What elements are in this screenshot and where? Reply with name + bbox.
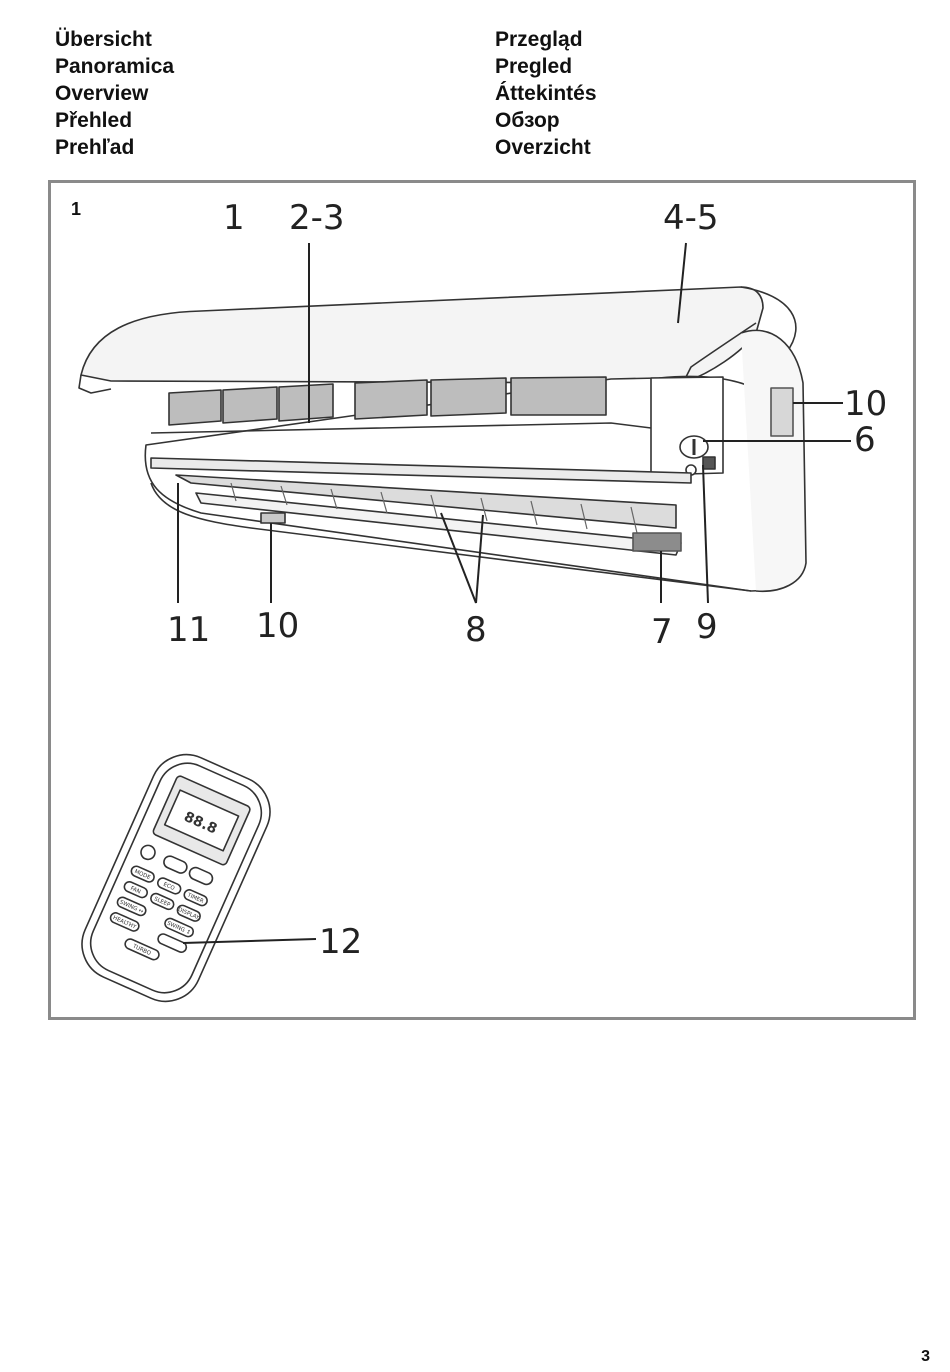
- callout-11: 11: [167, 610, 210, 650]
- title-nl: Overzicht: [495, 136, 591, 159]
- title-pl: Przegląd: [495, 28, 583, 51]
- callout-6: 6: [854, 420, 876, 460]
- remote-eco-label: ECO: [162, 882, 176, 892]
- figure-illustration: 1 2-3 4-5 10 6 11 10 8 7 9 12 88.8 MODE …: [78, 198, 887, 1003]
- callout-9: 9: [696, 607, 718, 647]
- title-column-left: Übersicht Panoramica Overview Přehled Pr…: [55, 26, 174, 161]
- title-it: Panoramica: [55, 55, 175, 78]
- callout-10-front: 10: [256, 606, 299, 646]
- title-de: Übersicht: [55, 28, 152, 51]
- title-cs: Přehled: [55, 109, 133, 132]
- callout-8: 8: [465, 610, 487, 650]
- callout-12: 12: [319, 922, 362, 962]
- callout-7: 7: [651, 612, 673, 652]
- title-hu: Áttekintés: [495, 82, 597, 105]
- title-sl: Pregled: [495, 55, 573, 78]
- leader-lines: [177, 242, 851, 944]
- callout-2-3: 2-3: [289, 198, 345, 238]
- remote-fan-label: FAN: [129, 886, 141, 896]
- remote-control-drawing: [81, 753, 271, 1003]
- figure-frame: 1: [48, 180, 916, 1020]
- callout-1: 1: [223, 198, 245, 238]
- front-panel-drawing: [78, 286, 797, 394]
- title-sk: Prehľad: [55, 136, 135, 159]
- title-column-right: Przegląd Pregled Áttekintés Обзор Overzi…: [495, 26, 597, 161]
- page-number: 3: [921, 1348, 930, 1365]
- indoor-unit-drawing: [144, 329, 807, 593]
- callout-4-5: 4-5: [663, 198, 719, 238]
- figure-number: 1: [71, 199, 82, 219]
- title-ru: Обзор: [495, 109, 560, 132]
- title-en: Overview: [55, 82, 149, 105]
- callout-10-side: 10: [844, 384, 887, 424]
